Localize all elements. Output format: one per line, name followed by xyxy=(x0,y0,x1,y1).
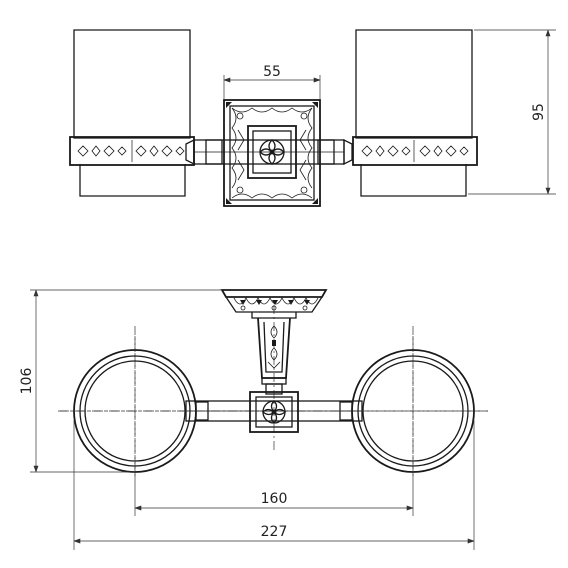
left-cup-band-ornament xyxy=(77,140,185,162)
left-cup xyxy=(69,29,195,197)
center-hub xyxy=(249,391,299,433)
dimension-label-overall-width: 227 xyxy=(261,524,288,540)
dimension-plate-width: 55 xyxy=(223,64,321,99)
center-rosette xyxy=(259,139,285,165)
dimension-label-overall-height: 106 xyxy=(19,368,35,395)
dimension-overall-height: 106 xyxy=(19,289,222,473)
top-view: 106 160 227 xyxy=(19,289,488,550)
right-cup xyxy=(352,29,478,197)
right-ring xyxy=(338,336,488,478)
dimension-overall-width: 227 xyxy=(73,420,475,550)
right-cup-band-ornament xyxy=(361,140,469,162)
stem-ornament xyxy=(267,325,281,369)
dimension-label-cup-height: 95 xyxy=(531,103,547,121)
wall-mount xyxy=(220,289,328,395)
left-ring xyxy=(60,336,210,478)
mount-ornament xyxy=(233,297,319,311)
plate-ornament xyxy=(226,102,318,204)
dimension-label-ring-spacing: 160 xyxy=(261,491,288,507)
front-view: 55 95 xyxy=(69,29,556,207)
dimension-cup-height: 95 xyxy=(468,29,556,195)
dimension-ring-spacing: 160 xyxy=(134,478,414,516)
ornate-wall-plate xyxy=(223,99,321,207)
dimension-label-plate-width: 55 xyxy=(263,64,281,80)
